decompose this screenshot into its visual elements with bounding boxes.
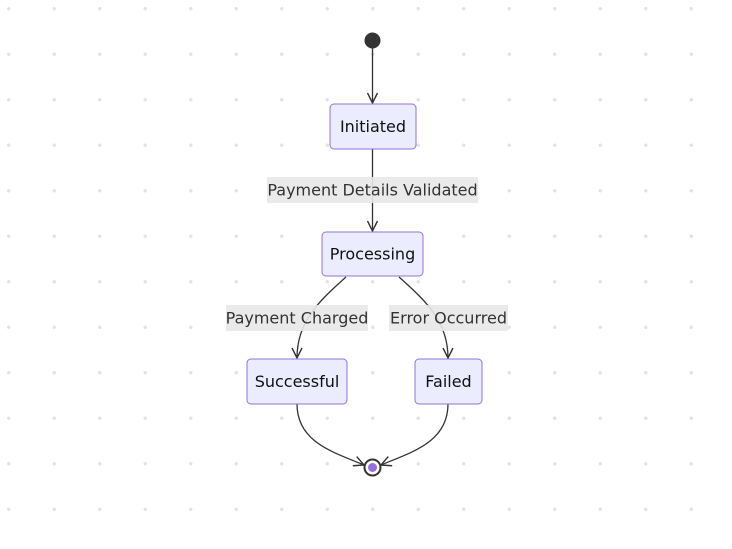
edge-label-text: Payment Details Validated (267, 181, 477, 200)
edge-label-text: Payment Charged (226, 309, 369, 328)
edge-label-payment-details-validated: Payment Details Validated (267, 177, 478, 203)
state-processing[interactable]: Processing (321, 231, 424, 277)
state-label: Failed (425, 372, 471, 391)
transition-failed-to-end (381, 403, 449, 465)
edge-label-error-occurred: Error Occurred (389, 305, 508, 331)
state-label: Initiated (340, 117, 406, 136)
transition-successful-to-end (296, 403, 364, 465)
state-label: Successful (255, 372, 340, 391)
state-successful[interactable]: Successful (246, 358, 348, 405)
state-label: Processing (330, 245, 415, 264)
state-failed[interactable]: Failed (414, 358, 483, 405)
state-initiated[interactable]: Initiated (329, 103, 417, 150)
edge-label-text: Error Occurred (390, 309, 507, 328)
end-state-marker (363, 458, 382, 477)
edge-label-payment-charged: Payment Charged (226, 305, 369, 331)
start-state-marker (364, 32, 381, 49)
